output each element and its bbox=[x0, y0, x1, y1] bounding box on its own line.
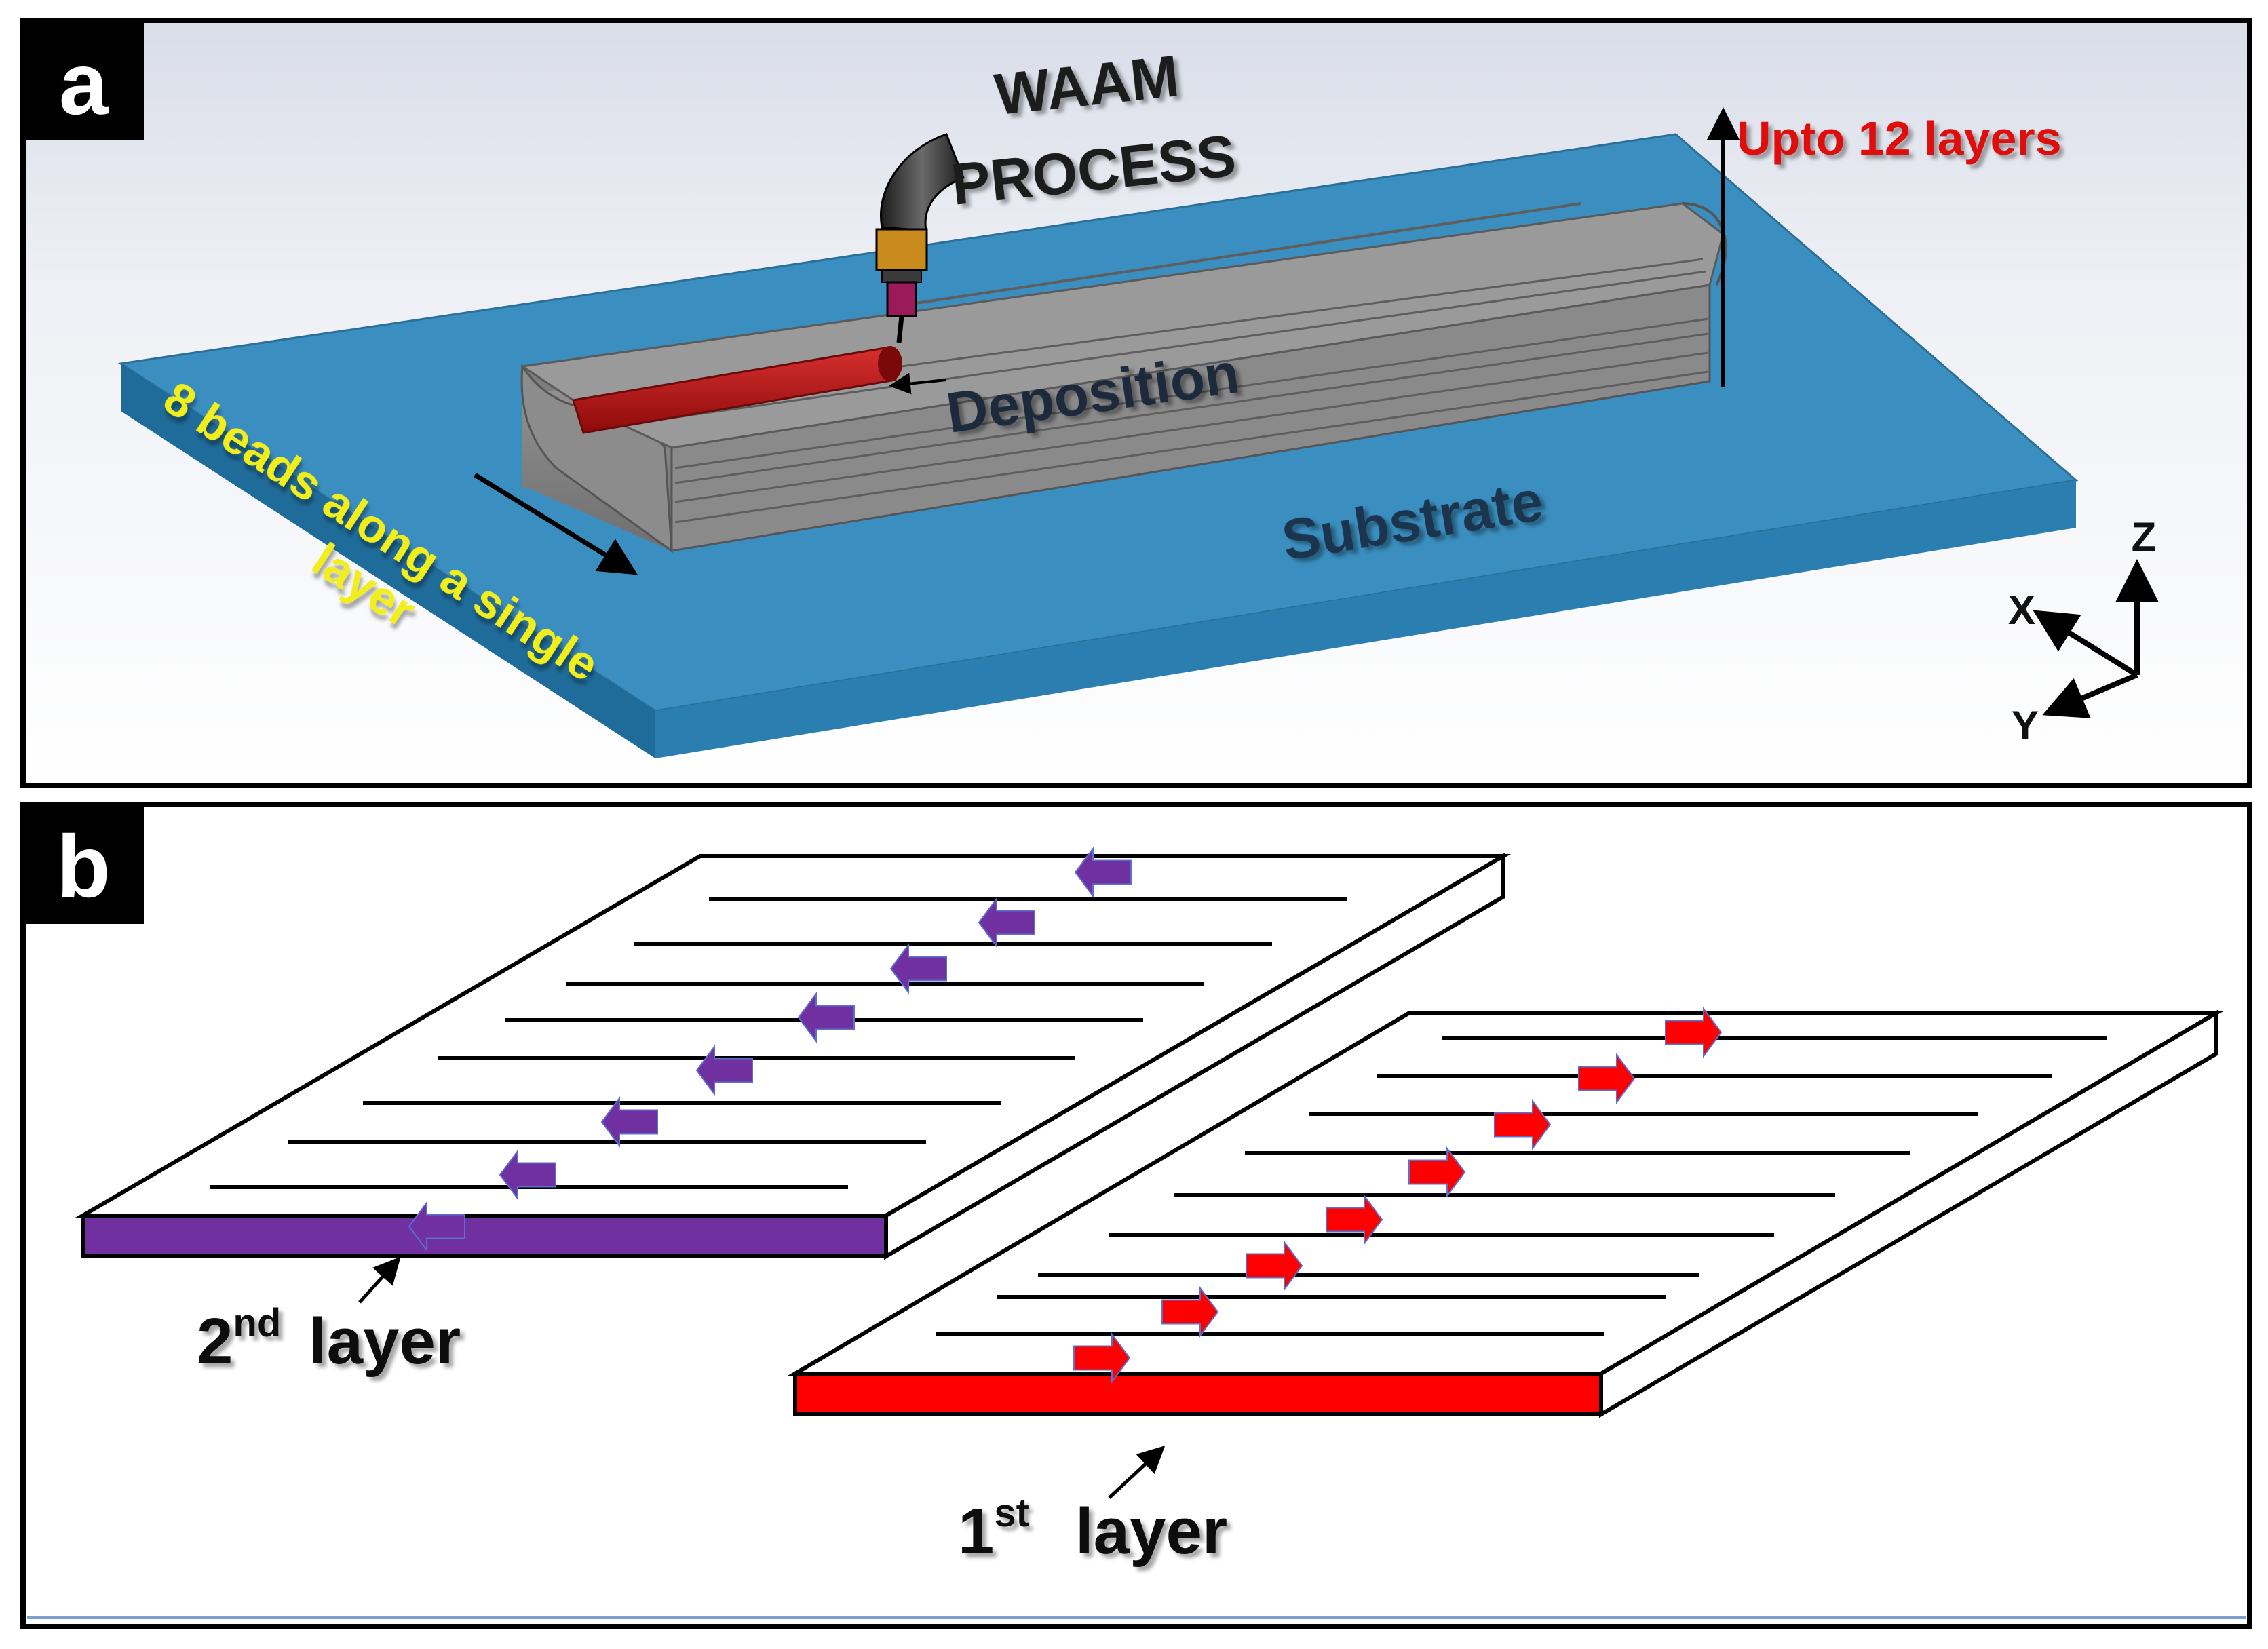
panel-b: b bbox=[20, 802, 2252, 1629]
deposition-pointer bbox=[889, 372, 947, 395]
layer-2-edge bbox=[81, 1214, 888, 1258]
direction-arrow bbox=[474, 473, 638, 575]
direction-arrow-layer-1 bbox=[1326, 1193, 1383, 1246]
layer-2-number: 2 bbox=[197, 1305, 233, 1378]
panel-b-tag-box bbox=[23, 804, 144, 924]
plate-layer-2 bbox=[75, 852, 1512, 1260]
layer-2-word: layer bbox=[309, 1305, 461, 1378]
panel-a: a bbox=[20, 18, 2252, 788]
layer-1-suffix: st bbox=[994, 1491, 1029, 1535]
bead-lines-layer-2 bbox=[210, 897, 1347, 1189]
panel-a-tag-box bbox=[23, 20, 144, 140]
direction-arrow-layer-2 bbox=[978, 896, 1035, 949]
direction-arrow-layer-2 bbox=[408, 1200, 465, 1253]
plate-layer-1 bbox=[787, 1009, 2224, 1418]
axis-z-label: Z bbox=[2132, 514, 2157, 560]
active-bead bbox=[572, 346, 902, 434]
direction-arrow-layer-2 bbox=[889, 942, 947, 995]
layer-1-number: 1 bbox=[958, 1495, 994, 1568]
layer-1-edge bbox=[793, 1372, 1603, 1416]
layer-1-label: 1st layer bbox=[958, 1491, 1227, 1568]
layer-1-pointer bbox=[1108, 1446, 1166, 1499]
direction-arrow-layer-2 bbox=[1074, 846, 1132, 899]
layer-1-word: layer bbox=[1075, 1495, 1227, 1568]
direction-arrow-layer-1 bbox=[1161, 1285, 1219, 1338]
layers-note: Upto 12 layers bbox=[1737, 112, 2062, 165]
direction-arrow-layer-2 bbox=[695, 1044, 753, 1097]
direction-arrow-layer-1 bbox=[1073, 1332, 1131, 1384]
panel-b-tag: b bbox=[56, 817, 110, 916]
arrows-layer-1 bbox=[1073, 1006, 1723, 1384]
direction-arrow-layer-2 bbox=[797, 991, 855, 1044]
waam-torch bbox=[875, 133, 965, 343]
direction-arrow-layer-1 bbox=[1246, 1239, 1303, 1292]
direction-arrow-layer-1 bbox=[1408, 1146, 1466, 1199]
axis-y-label: Y bbox=[2012, 703, 2039, 748]
arrows-layer-2 bbox=[408, 846, 1132, 1253]
layer-2-suffix: nd bbox=[233, 1301, 281, 1345]
bead-lines-layer-1 bbox=[936, 1036, 2107, 1336]
direction-arrow-layer-1 bbox=[1494, 1098, 1552, 1151]
direction-arrow-layer-2 bbox=[600, 1095, 658, 1148]
direction-arrow-layer-2 bbox=[499, 1148, 556, 1201]
axis-x-label: X bbox=[2008, 587, 2035, 633]
panel-a-tag: a bbox=[59, 34, 109, 133]
axis-triad bbox=[2033, 559, 2159, 718]
direction-arrow-layer-1 bbox=[1665, 1006, 1723, 1059]
direction-arrow-layer-1 bbox=[1578, 1052, 1636, 1105]
layer-2-pointer bbox=[358, 1256, 401, 1304]
